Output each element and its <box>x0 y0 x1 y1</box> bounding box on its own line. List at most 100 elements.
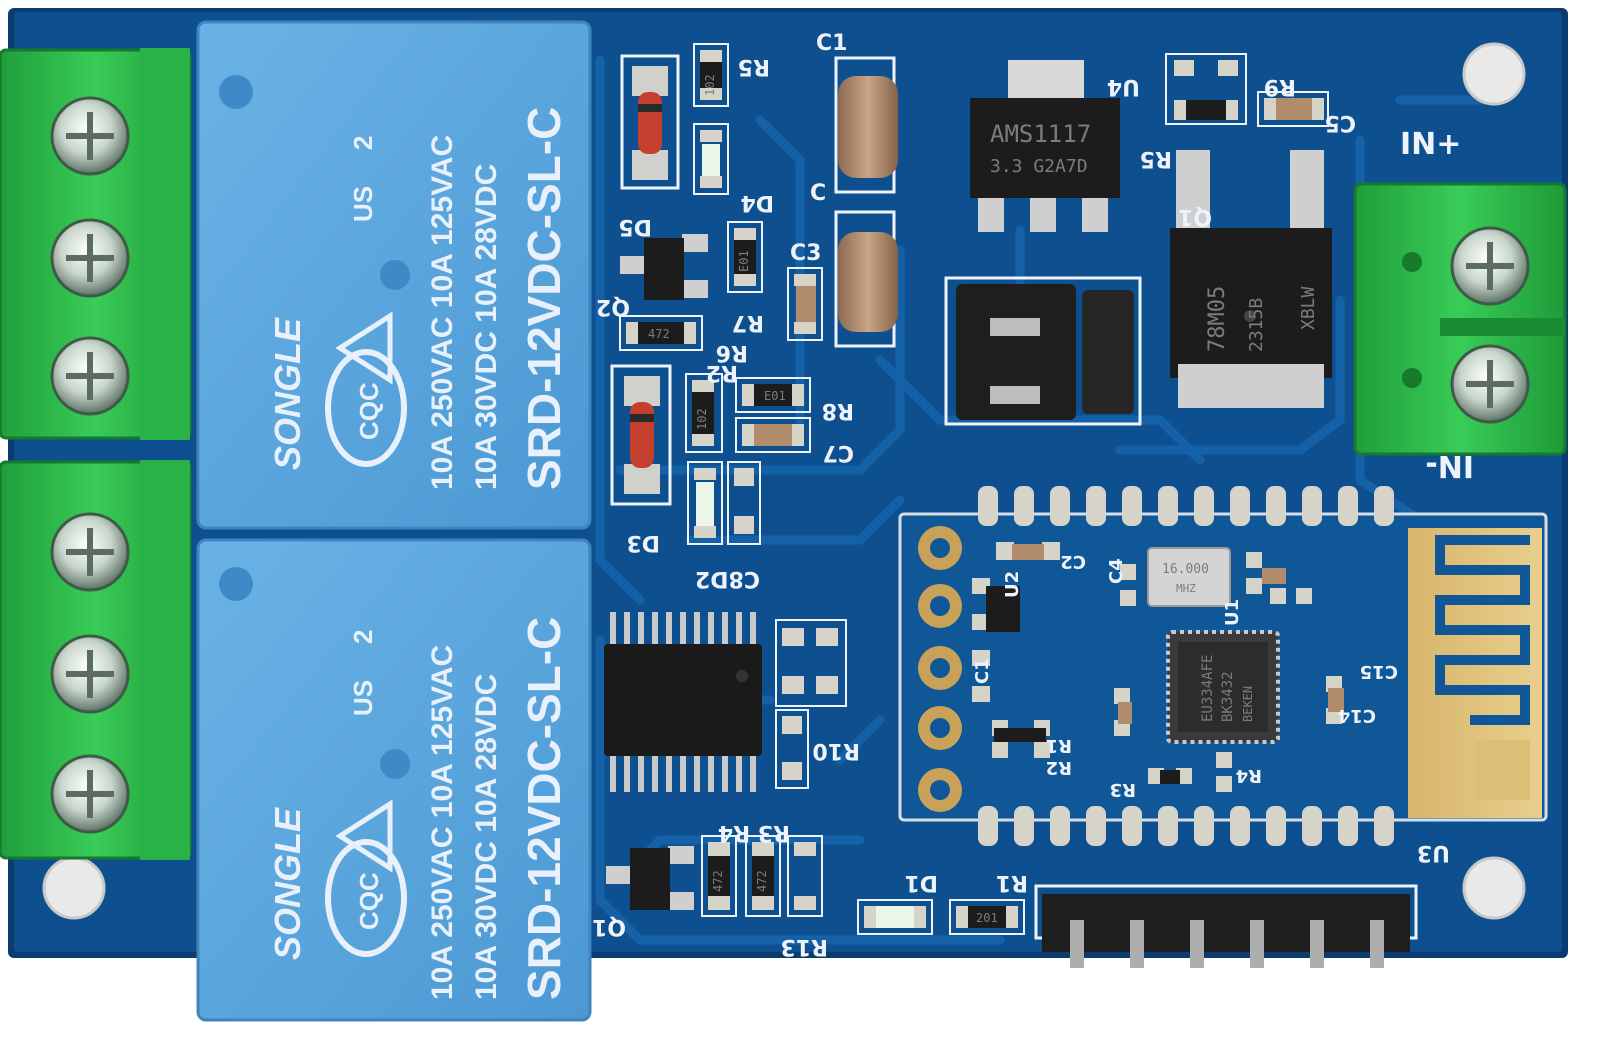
relay-1: SRD-12VDC-SL-C 10A 30VDC 10A 28VDC 10A 2… <box>196 20 592 530</box>
terminal-block-left-bottom <box>0 460 192 860</box>
svg-text:R5: R5 <box>1140 146 1172 171</box>
svg-text:C4: C4 <box>1106 558 1127 584</box>
jumper-header[interactable] <box>944 276 1142 426</box>
svg-text:Q1: Q1 <box>592 914 626 939</box>
svg-text:C1: C1 <box>972 658 993 684</box>
svg-text:C1: C1 <box>816 31 847 56</box>
svg-text:D5: D5 <box>618 214 652 239</box>
crystal-line2: MHZ <box>1176 582 1196 595</box>
label-in-minus: IN- <box>1425 448 1474 483</box>
svg-text:D1: D1 <box>904 870 938 895</box>
svg-text:C15: C15 <box>1360 661 1398 682</box>
relay-1-us-mark: US <box>348 186 378 222</box>
relay-1-warning-triangle <box>335 311 393 385</box>
relay-1-rating-1: 10A 250VAC 10A 125VAC <box>426 135 459 490</box>
svg-text:R9: R9 <box>1264 74 1296 99</box>
terminal-screw <box>50 512 130 592</box>
svg-text:C8D2: C8D2 <box>695 566 760 591</box>
resistor-code-labels: 102 E01 472 102 E01 472 472 201 <box>648 74 998 925</box>
crystal-line1: 16.000 <box>1162 562 1209 577</box>
mcu-line1: EU334AFE <box>1200 655 1216 722</box>
svg-text:R6: R6 <box>716 340 748 365</box>
regulator-78m05-line1: 78M05 <box>1205 286 1230 352</box>
relay-1-number: 2 <box>348 136 378 150</box>
regulator-ams1117: AMS1117 3.3 G2A7D <box>970 60 1120 232</box>
svg-text:472: 472 <box>711 870 725 892</box>
svg-text:D4: D4 <box>740 190 774 215</box>
svg-text:U1: U1 <box>1222 599 1243 626</box>
regulator-ams1117-line1: AMS1117 <box>990 120 1091 148</box>
mcu-bk3432: EU334AFE BK3432 BEKEN <box>1166 630 1280 744</box>
terminal-screw <box>50 634 130 714</box>
driver-ic <box>604 612 762 792</box>
diode-d3 <box>610 364 672 506</box>
svg-text:R7: R7 <box>732 310 764 335</box>
mount-hole <box>1462 856 1526 920</box>
relay-1-model: SRD-12VDC-SL-C <box>518 107 570 490</box>
mount-hole <box>1462 42 1526 106</box>
svg-text:C5: C5 <box>1325 110 1356 135</box>
label-in-plus: IN+ <box>1400 127 1461 162</box>
relay-2-number: 2 <box>348 630 378 644</box>
svg-text:R1: R1 <box>1046 735 1072 756</box>
svg-text:102: 102 <box>703 74 717 96</box>
svg-text:U4: U4 <box>1107 74 1140 99</box>
terminal-screw <box>50 754 130 834</box>
bluetooth-module: 16.000 MHZ EU334AFE BK3432 BEKEN <box>898 486 1548 846</box>
mcu-line2: BK3432 <box>1220 671 1236 722</box>
transistor-q1 <box>606 846 694 910</box>
capacitor-c1 <box>834 56 898 194</box>
relay-2-brand: SONGLE <box>267 807 308 960</box>
svg-text:C14: C14 <box>1338 705 1376 726</box>
relay-2-model: SRD-12VDC-SL-C <box>518 617 570 1000</box>
relay-2: SRD-12VDC-SL-C 10A 30VDC 10A 28VDC 10A 2… <box>196 538 592 1022</box>
svg-text:R4: R4 <box>1236 765 1262 786</box>
relay-1-brand: SONGLE <box>267 317 308 470</box>
regulator-78m05: 78M05 2315B XBLW <box>1170 150 1332 408</box>
terminal-screw <box>50 96 130 176</box>
silkscreen-labels: R5 C1 U4 R9 C5 R5 D4 C D5 Q2 R7 C3 Q1 R6… <box>592 31 1450 959</box>
svg-text:201: 201 <box>976 911 998 925</box>
svg-text:R1: R1 <box>996 870 1028 895</box>
svg-text:CQC: CQC <box>354 382 384 440</box>
terminal-screw <box>1450 226 1530 306</box>
relay-2-us-mark: US <box>348 680 378 716</box>
svg-text:E01: E01 <box>737 250 751 272</box>
svg-text:CQC: CQC <box>354 872 384 930</box>
mount-hole <box>42 856 106 920</box>
relay-1-rating-2: 10A 30VDC 10A 28VDC <box>470 164 503 490</box>
svg-text:R10: R10 <box>812 738 860 763</box>
svg-text:R3: R3 <box>1110 779 1136 800</box>
terminal-screw <box>50 218 130 298</box>
relay-2-warning-triangle <box>335 799 393 873</box>
terminal-screw <box>1450 344 1530 424</box>
svg-text:C2: C2 <box>1060 551 1086 572</box>
svg-text:472: 472 <box>755 870 769 892</box>
svg-text:C: C <box>810 181 826 206</box>
terminal-screw <box>50 336 130 416</box>
svg-text:U2: U2 <box>1002 571 1023 598</box>
svg-text:U3: U3 <box>1417 840 1450 865</box>
svg-text:R2: R2 <box>706 360 738 385</box>
svg-text:R8: R8 <box>822 398 854 423</box>
svg-text:Q1: Q1 <box>1178 204 1212 229</box>
svg-text:R13: R13 <box>780 934 828 959</box>
regulator-78m05-line3: XBLW <box>1298 286 1319 330</box>
svg-text:E01: E01 <box>764 389 786 403</box>
regulator-ams1117-line2: 3.3 G2A7D <box>990 156 1088 177</box>
transistor-q2 <box>620 234 708 300</box>
relay-2-rating-1: 10A 250VAC 10A 125VAC <box>426 645 459 1000</box>
relay-2-rating-2: 10A 30VDC 10A 28VDC <box>470 674 503 1000</box>
mcu-line3: BEKEN <box>1241 686 1255 722</box>
svg-text:102: 102 <box>695 408 709 430</box>
smd-components <box>619 43 1329 935</box>
capacitor-c3 <box>834 210 898 348</box>
regulator-78m05-line2: 2315B <box>1246 298 1267 352</box>
pin-header[interactable] <box>1034 884 1418 968</box>
svg-text:D3: D3 <box>626 530 660 555</box>
diode-d5 <box>620 54 680 190</box>
svg-text:Q2: Q2 <box>596 294 630 319</box>
svg-text:472: 472 <box>648 327 670 341</box>
relay-2-cqc-logo: CQC <box>325 839 407 957</box>
